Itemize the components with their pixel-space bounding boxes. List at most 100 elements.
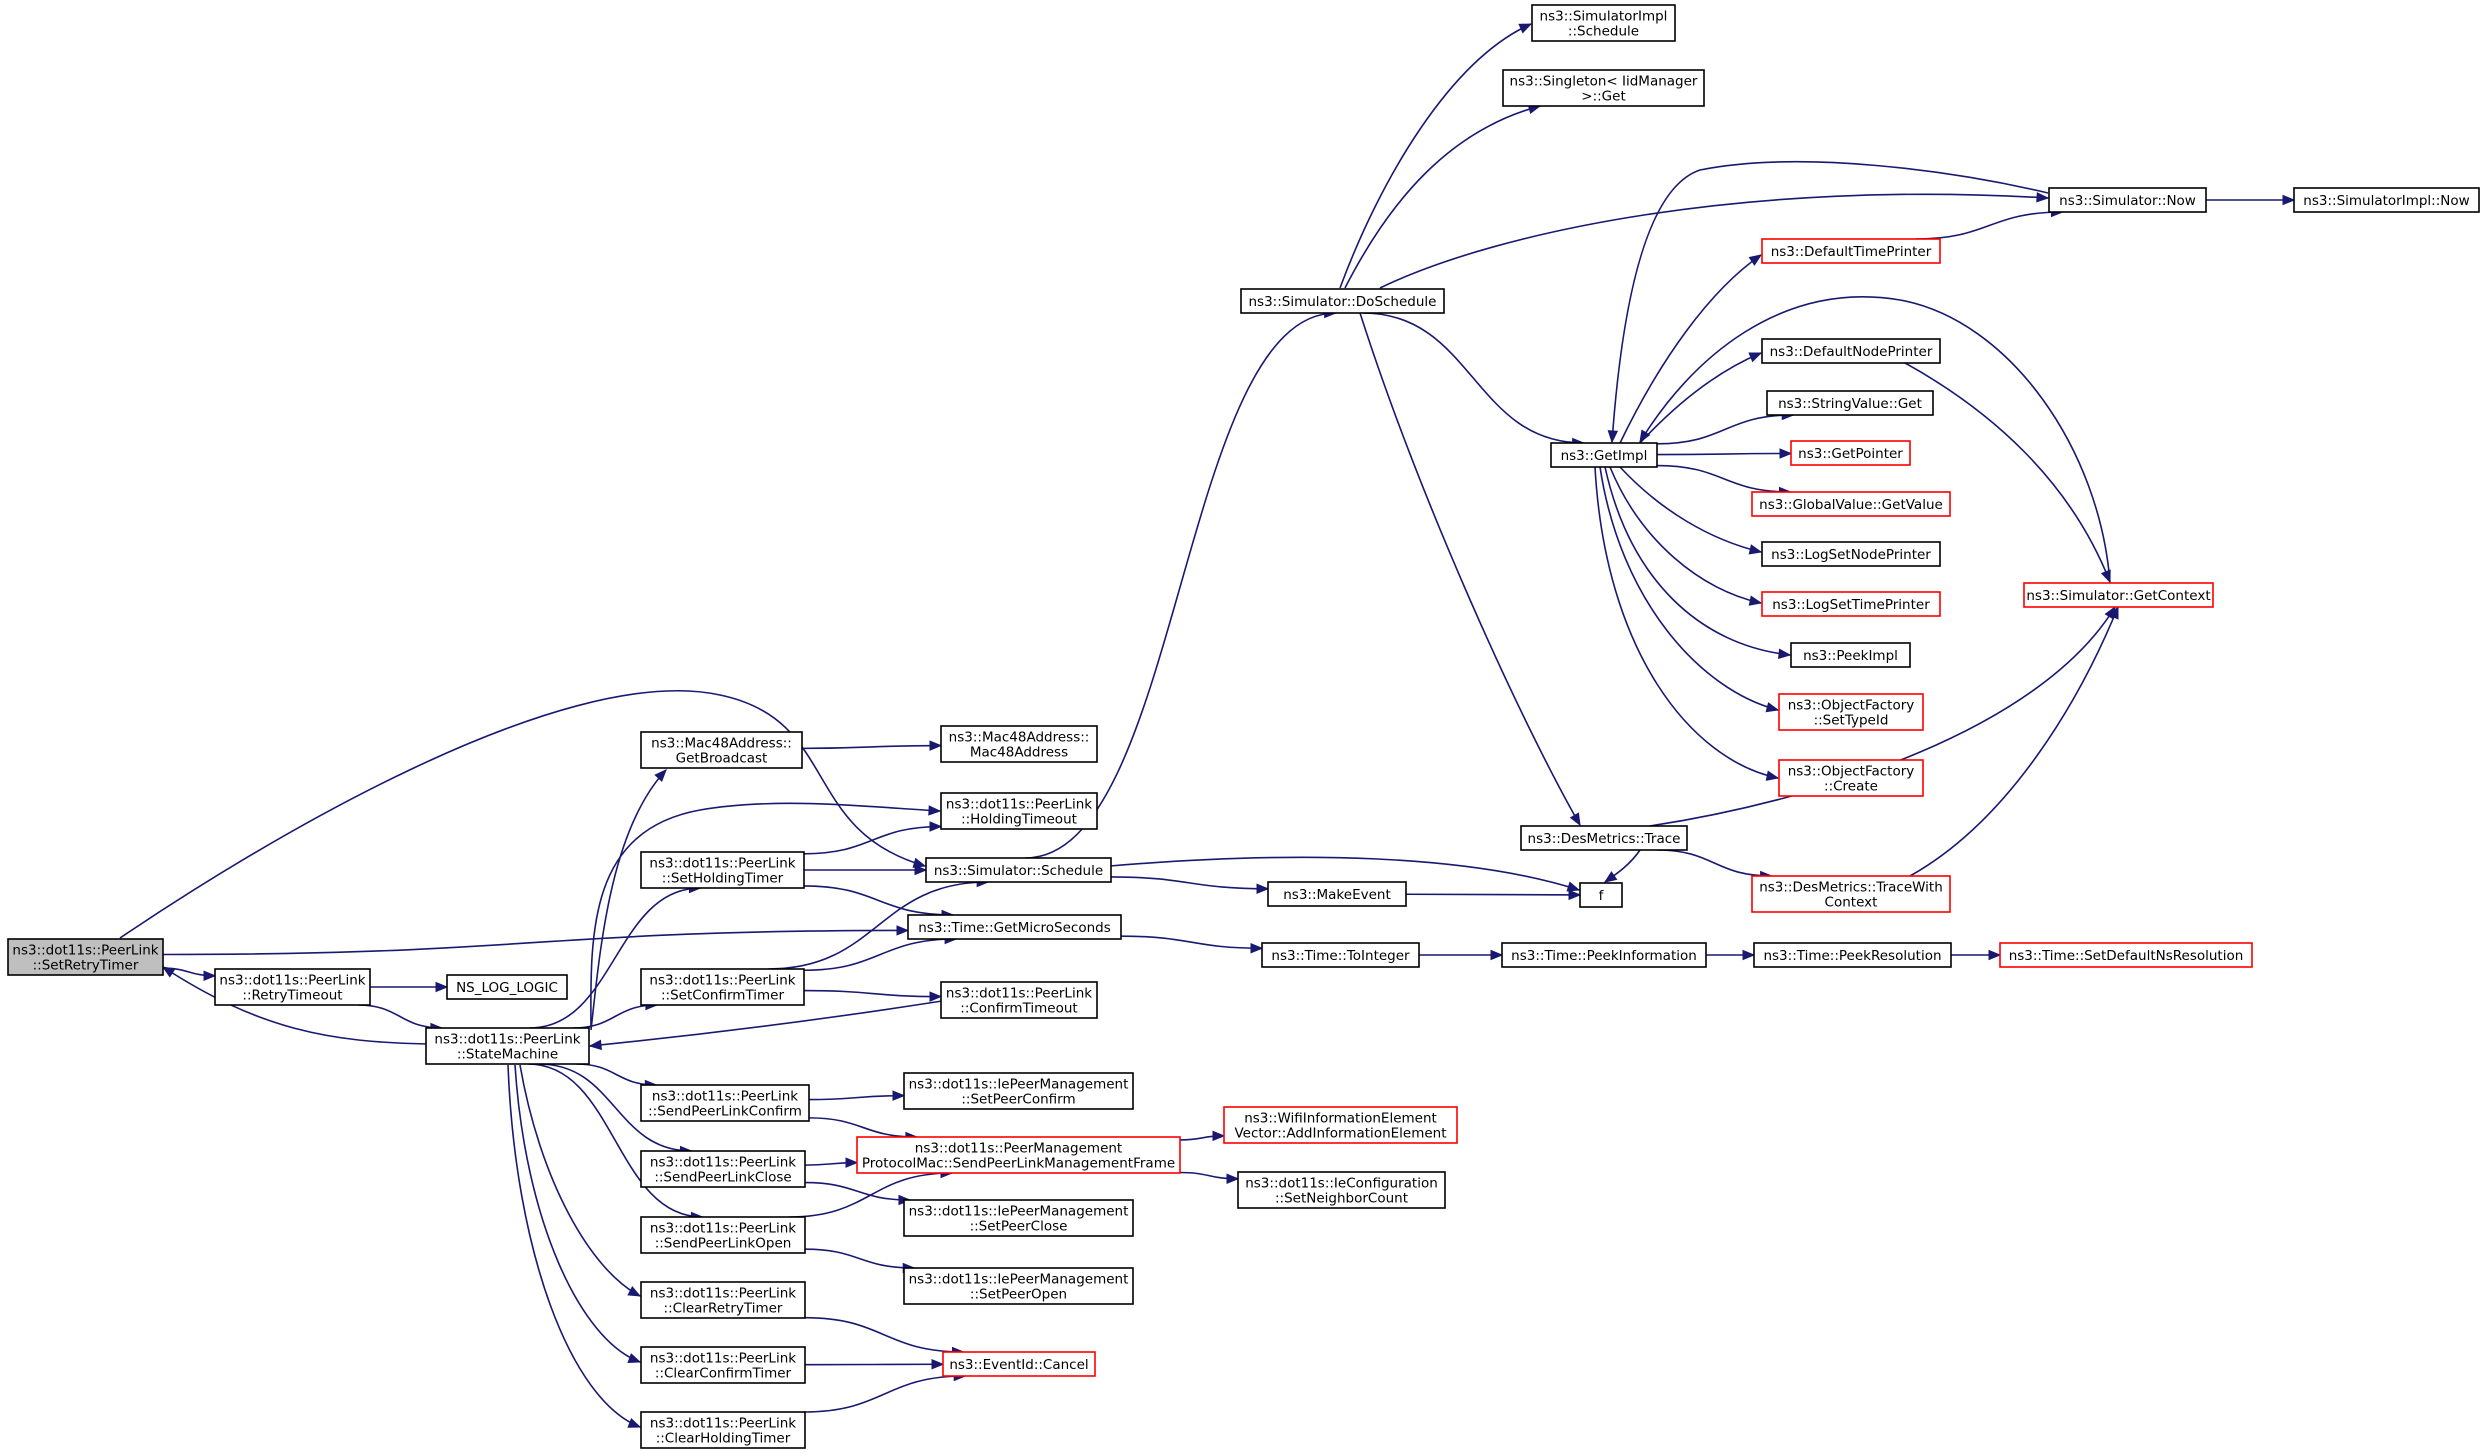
node-cancel[interactable]: ns3::EventId::Cancel [942, 1351, 1096, 1377]
node-label: ns3::dot11s::IePeerManagement [909, 1272, 1129, 1288]
node-setdefaultns[interactable]: ns3::Time::SetDefaultNsResolution [1999, 942, 2253, 968]
edge-statemachine-to-setretrytimer [161, 966, 428, 1045]
node-setpeeropen[interactable]: ns3::dot11s::IePeerManagement::SetPeerOp… [903, 1267, 1134, 1305]
node-deftimeprinter[interactable]: ns3::DefaultTimePrinter [1761, 238, 1941, 264]
edge-line [1619, 254, 1762, 444]
edge-arrowhead [1988, 949, 2002, 961]
edge-line [768, 881, 989, 970]
node-clearconfirm[interactable]: ns3::dot11s::PeerLink::ClearConfirmTimer [640, 1346, 806, 1384]
node-label: ns3::LogSetTimePrinter [1772, 597, 1930, 613]
node-box [446, 974, 568, 1000]
node-label: ns3::ObjectFactory [1788, 764, 1915, 780]
edge-line [162, 966, 428, 1045]
node-statemachine[interactable]: ns3::dot11s::PeerLink::StateMachine [425, 1027, 590, 1065]
node-destrace[interactable]: ns3::DesMetrics::Trace [1520, 825, 1688, 851]
node-setpeerclose[interactable]: ns3::dot11s::IePeerManagement::SetPeerCl… [903, 1199, 1134, 1237]
node-box [1753, 942, 1952, 968]
node-peekimpl[interactable]: ns3::PeekImpl [1790, 642, 1911, 668]
node-holdingtimeout[interactable]: ns3::dot11s::PeerLink::HoldingTimeout [940, 792, 1098, 830]
node-nslog[interactable]: NS_LOG_LOGIC [446, 974, 568, 1000]
edge-line [789, 1172, 953, 1218]
edge-clearconfirm-to-cancel [804, 1359, 945, 1370]
edge-setconfirmtimer-to-getmicro [803, 933, 958, 972]
node-box [1790, 642, 1911, 668]
edge-line [803, 885, 954, 916]
node-tointeger[interactable]: ns3::Time::ToInteger [1261, 942, 1420, 968]
node-getbroadcast[interactable]: ns3::Mac48Address::GetBroadcast [640, 731, 803, 769]
edge-getimpl-to-defnodeprinter [1639, 352, 1763, 444]
node-defnodeprinter[interactable]: ns3::DefaultNodePrinter [1761, 338, 1941, 364]
edge-line [1339, 23, 1532, 289]
node-label: ns3::dot11s::PeerLink [649, 856, 795, 872]
node-label: ns3::Time::ToInteger [1271, 948, 1410, 964]
node-mac48ctor[interactable]: ns3::Mac48Address::Mac48Address [940, 725, 1098, 763]
node-sendopen[interactable]: ns3::dot11s::PeerLink::SendPeerLinkOpen [640, 1216, 806, 1254]
node-peekres[interactable]: ns3::Time::PeekResolution [1753, 942, 1952, 968]
node-globalget[interactable]: ns3::GlobalValue::GetValue [1751, 491, 1951, 517]
node-label: ns3::ObjectFactory [1788, 698, 1915, 714]
node-f[interactable]: f [1579, 882, 1623, 908]
node-setpeerconfirm[interactable]: ns3::dot11s::IePeerManagement::SetPeerCo… [903, 1072, 1134, 1110]
edge-arrowhead [654, 769, 667, 782]
node-label: ns3::dot11s::IeConfiguration [1245, 1176, 1438, 1192]
node-label: ns3::dot11s::PeerLink [650, 1351, 796, 1367]
node-peekinfo[interactable]: ns3::Time::PeekInformation [1501, 942, 1707, 968]
node-ofcreate[interactable]: ns3::ObjectFactory::Create [1778, 759, 1924, 797]
node-simimplschedule[interactable]: ns3::SimulatorImpl::Schedule [1531, 4, 1676, 42]
edge-defnodeprinter-to-getcontext [1904, 362, 2111, 584]
node-label: ns3::DefaultNodePrinter [1770, 344, 1933, 360]
edge-arrowhead [627, 1417, 642, 1428]
node-setholdingtimer[interactable]: ns3::dot11s::PeerLink::SetHoldingTimer [640, 851, 805, 889]
edge-line [1611, 161, 2049, 443]
node-box [903, 1199, 1134, 1237]
node-label: ns3::DesMetrics::TraceWith [1759, 880, 1943, 896]
node-retrytimeout[interactable]: ns3::dot11s::PeerLink::RetryTimeout [214, 968, 371, 1006]
edge-line [801, 744, 942, 750]
node-clearholding[interactable]: ns3::dot11s::PeerLink::ClearHoldingTimer [640, 1411, 806, 1449]
node-makeevent[interactable]: ns3::MakeEvent [1267, 881, 1407, 907]
node-doschedule[interactable]: ns3::Simulator::DoSchedule [1240, 288, 1445, 314]
node-setretrytimer[interactable]: ns3::dot11s::PeerLink::SetRetryTimer [7, 938, 164, 976]
node-setneighbor[interactable]: ns3::dot11s::IeConfiguration::SetNeighbo… [1237, 1171, 1446, 1209]
edge-doschedule-to-simimplschedule [1339, 23, 1533, 289]
node-getcontext[interactable]: ns3::Simulator::GetContext [2023, 582, 2214, 608]
node-addinfo[interactable]: ns3::WifiInformationElementVector::AddIn… [1223, 1106, 1458, 1144]
edge-arrowhead [929, 821, 943, 832]
node-clearretry[interactable]: ns3::dot11s::PeerLink::ClearRetryTimer [640, 1281, 806, 1319]
edge-arrowhead [1779, 448, 1793, 459]
edge-line [529, 887, 701, 1029]
edge-arrowhead [1748, 352, 1763, 363]
node-sendmgmt[interactable]: ns3::dot11s::PeerManagementProtocolMac::… [856, 1136, 1181, 1174]
node-getmicro[interactable]: ns3::Time::GetMicroSeconds [907, 914, 1122, 940]
node-label: ::ConfirmTimeout [960, 1001, 1077, 1017]
node-label: ns3::EventId::Cancel [949, 1357, 1088, 1373]
edge-arrowhead [203, 970, 217, 982]
edge-line [1649, 606, 2116, 827]
edge-arrowhead [1490, 949, 1504, 961]
node-getimpl[interactable]: ns3::GetImpl [1550, 442, 1658, 468]
node-label: GetBroadcast [676, 751, 768, 767]
node-box [2048, 187, 2207, 213]
node-stringget[interactable]: ns3::StringValue::Get [1766, 390, 1934, 416]
node-ofsettypeid[interactable]: ns3::ObjectFactory::SetTypeId [1778, 693, 1924, 731]
node-now[interactable]: ns3::Simulator::Now [2048, 187, 2207, 213]
node-singleton[interactable]: ns3::Singleton< IidManager >::Get [1502, 69, 1705, 107]
node-label: ns3::Singleton< IidManager [1510, 74, 1698, 90]
node-box [1579, 882, 1623, 908]
node-label: ::SetPeerClose [970, 1219, 1068, 1235]
edge-doschedule-to-getimpl [1362, 312, 1585, 449]
node-setconfirmtimer[interactable]: ns3::dot11s::PeerLink::SetConfirmTimer [640, 968, 805, 1006]
node-label: ns3::Time::PeekResolution [1763, 948, 1941, 964]
node-implnow[interactable]: ns3::SimulatorImpl::Now [2293, 187, 2480, 213]
node-schedule[interactable]: ns3::Simulator::Schedule [925, 857, 1112, 883]
node-label: ns3::Mac48Address:: [949, 730, 1090, 746]
node-logsetnode[interactable]: ns3::LogSetNodePrinter [1761, 541, 1941, 567]
node-confirmtimeout[interactable]: ns3::dot11s::PeerLink::ConfirmTimeout [940, 981, 1098, 1019]
edge-deftimeprinter-to-now [1916, 206, 2064, 240]
edge-line [1656, 452, 1792, 456]
node-getpointer[interactable]: ns3::GetPointer [1790, 440, 1911, 466]
node-sendconfirm[interactable]: ns3::dot11s::PeerLink::SendPeerLinkConfi… [640, 1084, 810, 1122]
node-sendclose[interactable]: ns3::dot11s::PeerLink::SendPeerLinkClose [640, 1150, 806, 1188]
node-logsettime[interactable]: ns3::LogSetTimePrinter [1761, 591, 1941, 617]
